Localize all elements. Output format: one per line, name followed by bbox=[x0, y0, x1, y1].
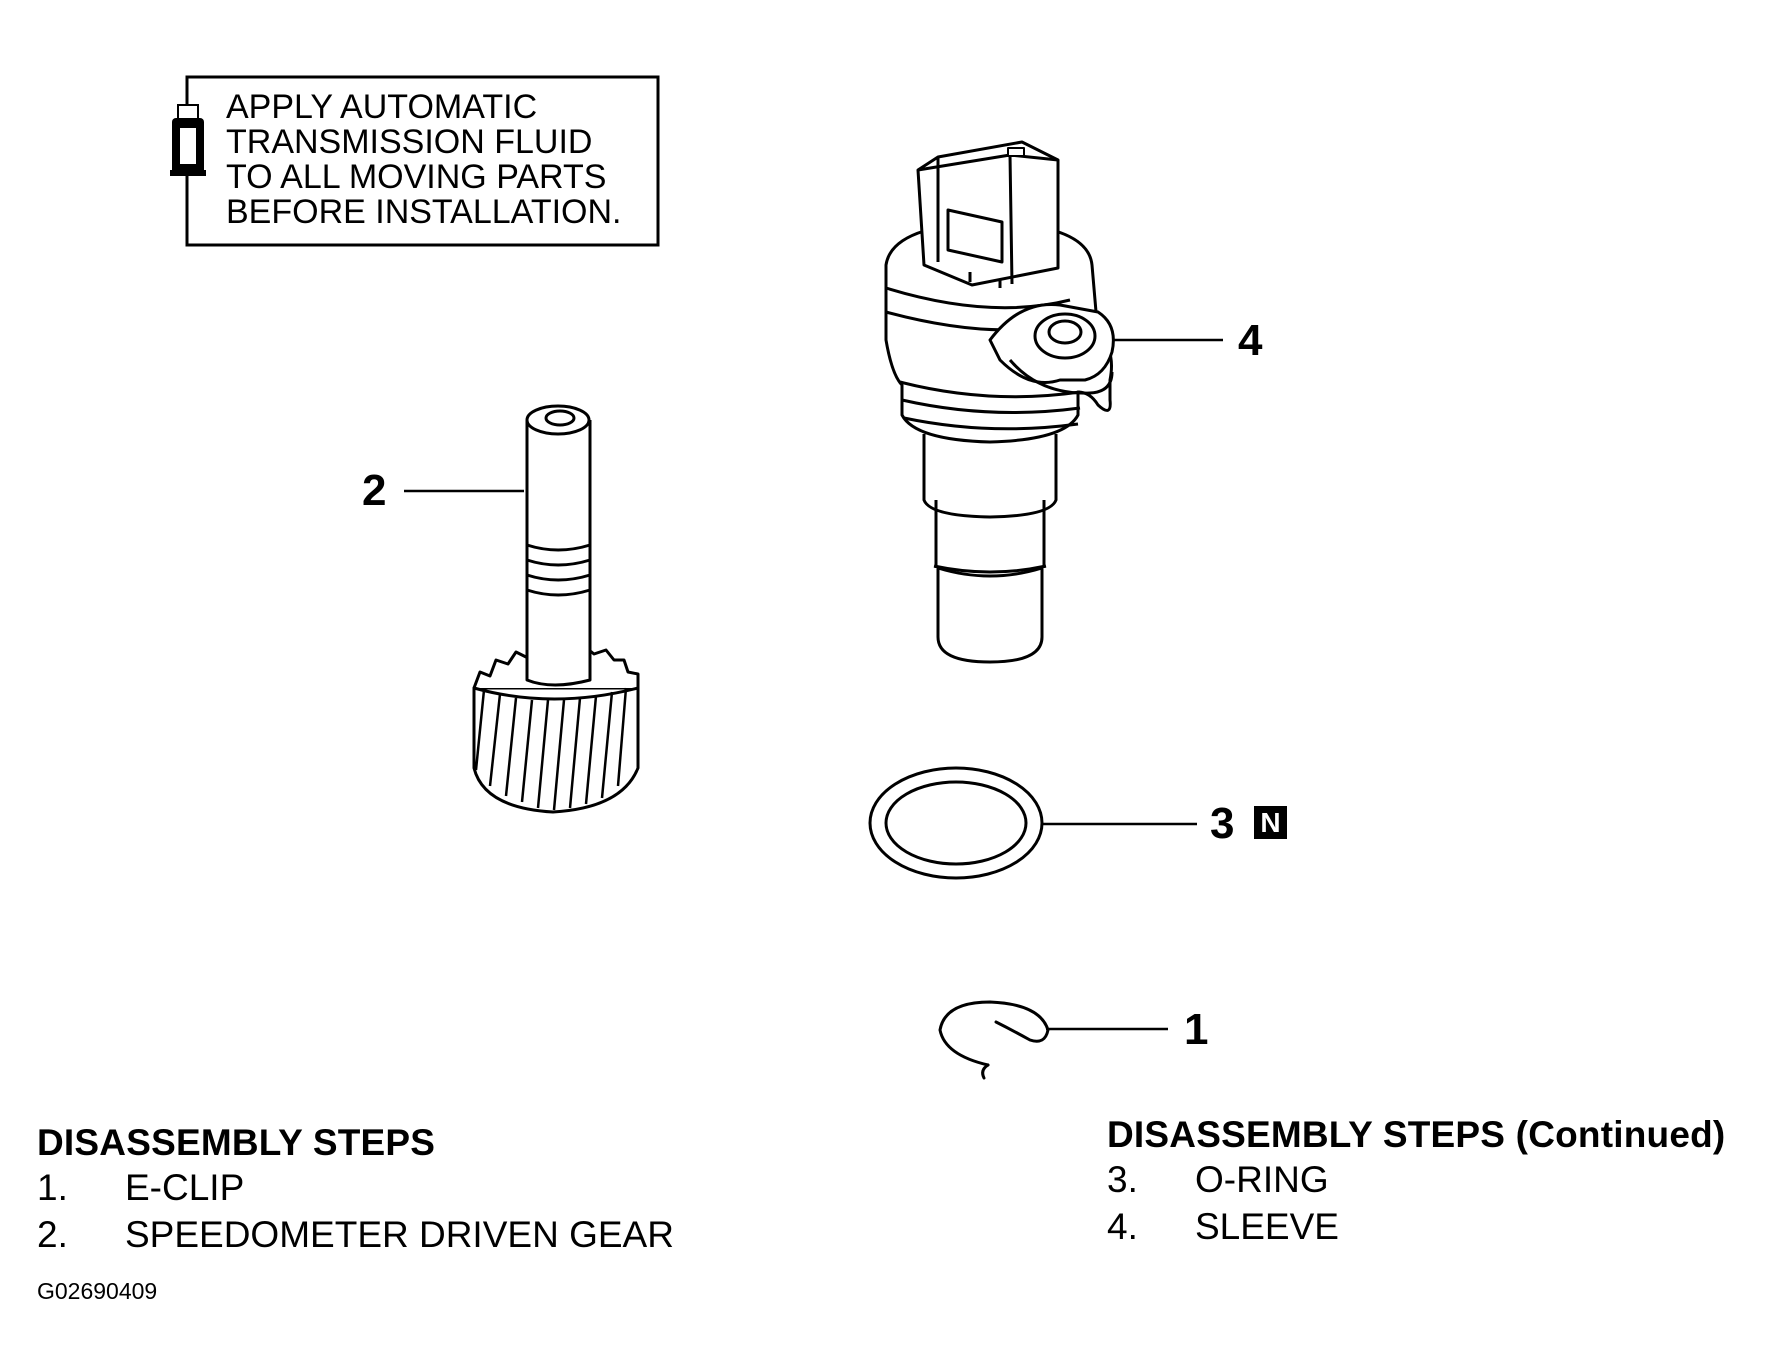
legend-item-number: 1. bbox=[37, 1167, 68, 1208]
callout-3: 3 bbox=[1210, 799, 1234, 848]
legend-right: DISASSEMBLY STEPS (Continued) 3. O-RING … bbox=[1107, 1114, 1725, 1250]
legend-item-label: SLEEVE bbox=[1195, 1206, 1339, 1247]
legend-item-number: 4. bbox=[1107, 1206, 1138, 1247]
fluid-bottle-icon bbox=[170, 104, 206, 176]
e-clip-part bbox=[938, 1000, 1050, 1080]
new-part-badge: N bbox=[1254, 806, 1287, 839]
legend-item-label: SPEEDOMETER DRIVEN GEAR bbox=[125, 1214, 674, 1255]
callout-1: 1 bbox=[1184, 1005, 1208, 1054]
legend-item-number: 2. bbox=[37, 1214, 68, 1255]
new-part-badge-label: N bbox=[1260, 807, 1280, 838]
note-line-3: TO ALL MOVING PARTS bbox=[226, 158, 606, 196]
speedometer-gear-part bbox=[472, 404, 640, 814]
legend-item-label: E-CLIP bbox=[125, 1167, 245, 1208]
legend-left: DISASSEMBLY STEPS 1. E-CLIP 2. SPEEDOMET… bbox=[37, 1122, 674, 1258]
legend-right-title: DISASSEMBLY STEPS (Continued) bbox=[1107, 1114, 1726, 1155]
leader-lines bbox=[404, 338, 1223, 1031]
legend-item: 2. SPEEDOMETER DRIVEN GEAR bbox=[37, 1211, 674, 1258]
fluid-note-box: APPLY AUTOMATIC TRANSMISSION FLUID TO AL… bbox=[170, 75, 660, 247]
legend-item: 1. E-CLIP bbox=[37, 1164, 674, 1211]
legend-item-number: 3. bbox=[1107, 1159, 1138, 1200]
legend-item-label: O-RING bbox=[1195, 1159, 1329, 1200]
legend-left-title: DISASSEMBLY STEPS bbox=[37, 1122, 436, 1163]
sleeve-part bbox=[884, 140, 1115, 664]
callout-4: 4 bbox=[1238, 316, 1263, 365]
legend-item: 4. SLEEVE bbox=[1107, 1203, 1725, 1250]
note-line-1: APPLY AUTOMATIC bbox=[226, 88, 537, 126]
legend-item: 3. O-RING bbox=[1107, 1156, 1725, 1203]
figure-code: G02690409 bbox=[37, 1278, 158, 1304]
o-ring-part bbox=[868, 766, 1044, 880]
note-line-2: TRANSMISSION FLUID bbox=[226, 123, 592, 161]
callout-2: 2 bbox=[362, 466, 386, 515]
note-line-4: BEFORE INSTALLATION. bbox=[226, 193, 621, 231]
